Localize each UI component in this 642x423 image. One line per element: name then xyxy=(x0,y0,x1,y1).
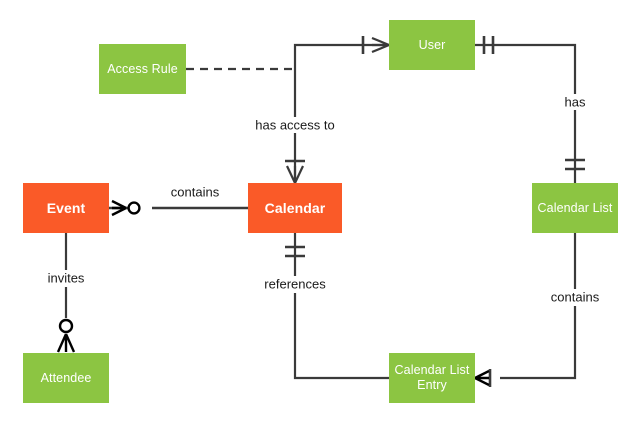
cardinality-one-and-only-one-user-right xyxy=(482,36,495,54)
cardinality-one-and-only-one-calendar-bottom xyxy=(285,245,305,258)
relationship-label-has-access-to: has access to xyxy=(252,117,338,133)
entity-user[interactable]: User xyxy=(389,20,475,70)
entity-attendee[interactable]: Attendee xyxy=(23,353,109,403)
entity-event-label: Event xyxy=(46,199,86,216)
relationship-label-references: references xyxy=(261,276,329,292)
connector-has-access-to xyxy=(285,36,390,184)
cardinality-one-or-many-user-left xyxy=(361,36,390,54)
relationship-label-invites: invites xyxy=(44,270,88,286)
entity-user-label: User xyxy=(418,37,446,52)
relationship-label-contains-event: contains xyxy=(167,184,223,200)
entity-calendar-list-entry[interactable]: Calendar List Entry xyxy=(389,353,475,403)
entity-attendee-label: Attendee xyxy=(40,370,92,385)
entity-calendar-list[interactable]: Calendar List xyxy=(532,183,618,233)
entity-calendar-label: Calendar xyxy=(264,199,326,216)
entity-calendar-list-entry-label: Calendar List Entry xyxy=(394,363,470,392)
cardinality-zero-or-many-attendee-top xyxy=(56,318,76,353)
cardinality-one-and-only-one-calendarlist-top xyxy=(565,158,585,171)
entity-event[interactable]: Event xyxy=(23,183,109,233)
cardinality-one-or-many-entry-right xyxy=(474,369,492,387)
entity-calendar-list-label: Calendar List xyxy=(537,200,613,215)
relationship-label-contains-entry: contains xyxy=(547,289,603,305)
entity-calendar[interactable]: Calendar xyxy=(248,183,342,233)
relationship-label-has: has xyxy=(561,94,589,110)
cardinality-zero-or-many-event-right xyxy=(111,199,141,217)
entity-access-rule-label: Access Rule xyxy=(107,61,178,76)
connector-invites xyxy=(56,233,76,353)
connector-references xyxy=(285,233,389,380)
connector-has-calendar-list xyxy=(475,36,585,183)
entity-access-rule[interactable]: Access Rule xyxy=(99,44,186,94)
cardinality-one-or-many-calendar-top xyxy=(285,159,305,184)
connector-contains-event xyxy=(109,199,248,217)
connector-contains-entry xyxy=(474,233,577,387)
